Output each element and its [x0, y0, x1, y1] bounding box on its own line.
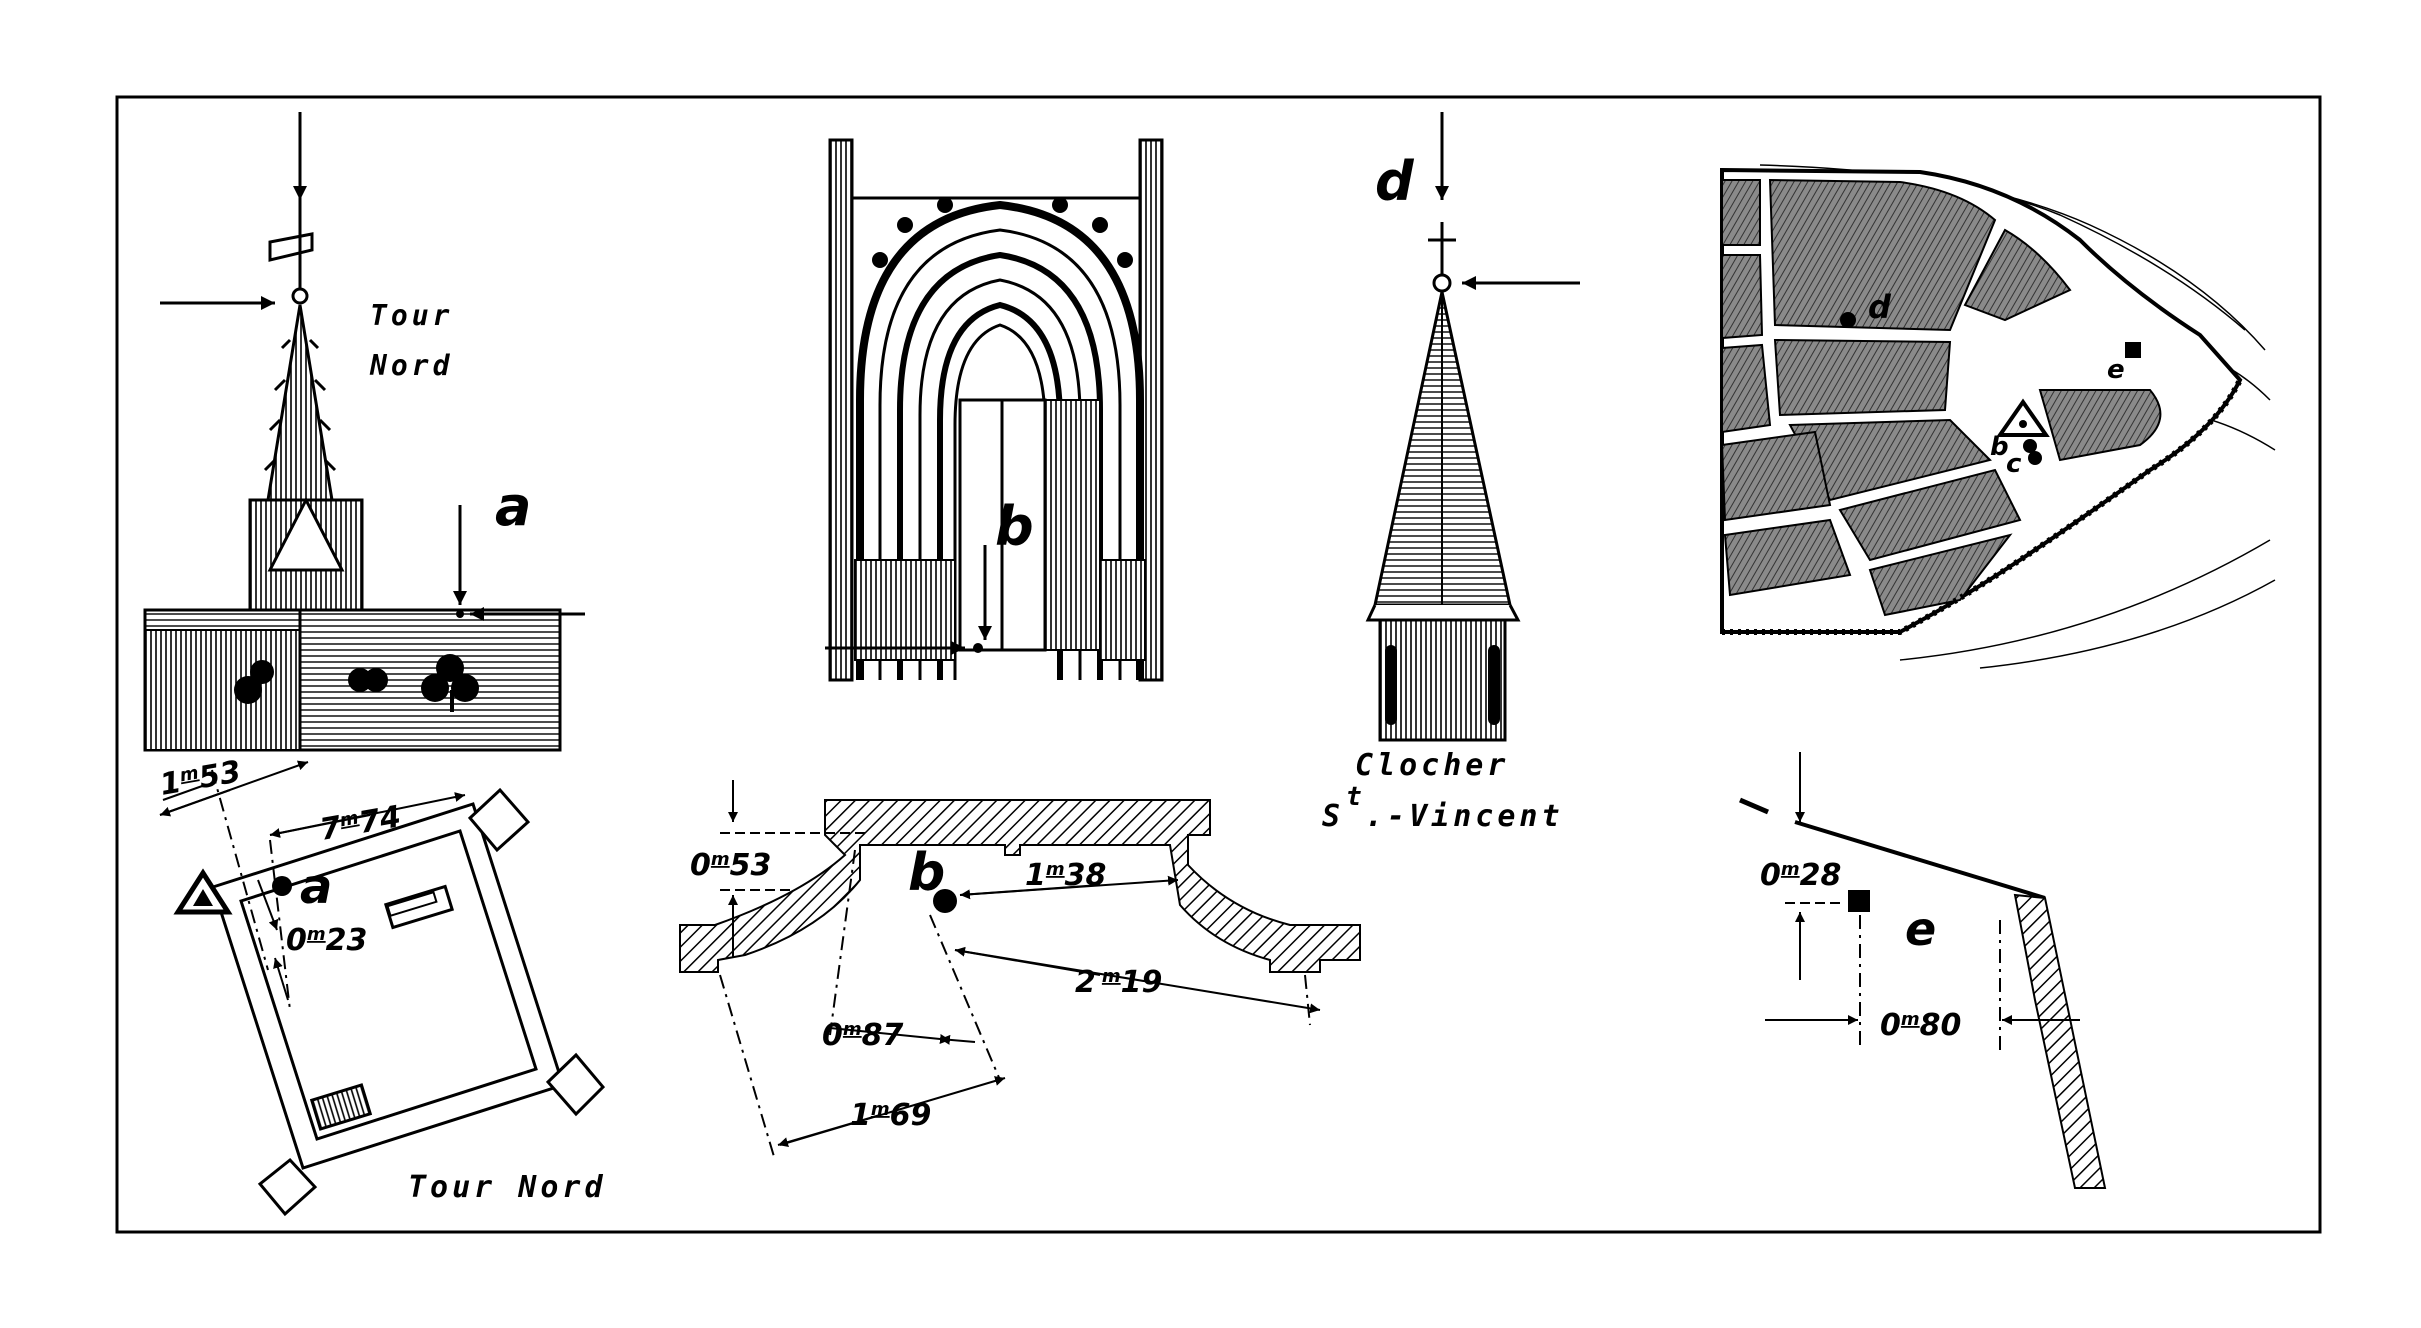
dim-0m53-whole: 0 [690, 848, 711, 883]
tour-nord-caption-line1: Tour [370, 299, 453, 332]
dim-0m23-whole: 0 [286, 923, 307, 958]
dim-0m80-frac: 80 [1920, 1008, 1962, 1043]
dim-0m23-frac: 23 [326, 923, 368, 958]
dim-0m53-frac: 53 [730, 848, 772, 883]
tour-nord-caption-line2: Nord [369, 349, 453, 382]
dim-0m28-whole: 0 [1760, 858, 1781, 893]
portal-elevation: b [825, 138, 1165, 682]
dim-1m53-frac: 53 [196, 754, 243, 796]
clocher-caption-line2-prefix: S [1322, 799, 1344, 834]
dim-0m80-whole: 0 [1880, 1008, 1901, 1043]
dim-0m87: 0m87 [822, 1018, 904, 1053]
dim-1m38-unit: m [1046, 859, 1065, 880]
dim-0m23: 0m23 [286, 923, 367, 958]
dim-1m38: 1m38 [1025, 858, 1106, 893]
clocher-caption-line2: .-Vincent [1365, 799, 1564, 834]
dim-2m19-frac: 19 [1121, 965, 1163, 1000]
clocher-caption-superscript: t [1346, 782, 1366, 812]
dim-0m53: 0m53 [690, 848, 771, 883]
dim-2m19-whole: 2 [1075, 965, 1096, 1000]
marker-d-clocher: d [1375, 150, 1415, 213]
clocher-caption-line1: Clocher [1355, 748, 1509, 783]
dim-7m74-unit: m [338, 808, 360, 832]
town-map: d e b c [1720, 164, 2280, 670]
dim-7m74-frac: 74 [356, 799, 403, 841]
map-marker-b: b [1990, 432, 2009, 462]
clocher-elevation: d Clocher S t .-Vincent [1322, 112, 1580, 834]
dim-0m80-unit: m [1901, 1009, 1920, 1030]
dim-0m87-whole: 0 [822, 1018, 843, 1053]
dim-7m74: 7m74 [317, 799, 403, 848]
dim-1m69: 1m69 [850, 1098, 931, 1133]
dim-1m69-frac: 69 [890, 1098, 932, 1133]
map-marker-c: c [2006, 449, 2022, 479]
marker-a-plan: a [300, 859, 332, 915]
dim-0m87-frac: 87 [862, 1018, 904, 1053]
dim-1m38-whole: 1 [1025, 858, 1046, 893]
dim-1m53-unit: m [178, 763, 200, 787]
map-marker-d: d [1868, 288, 1892, 326]
dim-0m28: 0m28 [1760, 858, 1841, 893]
dim-0m28-frac: 28 [1800, 858, 1842, 893]
tour-nord-plan: 1m53 7m74 0m23 a Tour Nord [157, 754, 607, 1217]
marker-e-detail: e [1905, 902, 1936, 956]
dim-1m69-whole: 1 [850, 1098, 871, 1133]
dim-1m38-frac: 38 [1065, 858, 1107, 893]
dim-2m19-unit: m [1102, 966, 1121, 987]
dim-1m69-unit: m [871, 1099, 890, 1120]
tour-nord-plan-caption: Tour Nord [408, 1170, 607, 1205]
detail-e: 0m28 0m80 e [1739, 752, 2107, 1189]
plate-frame [115, 95, 2322, 1234]
dim-0m87-unit: m [843, 1019, 862, 1040]
dim-0m23-unit: m [307, 924, 326, 945]
dim-1m53: 1m53 [157, 754, 243, 803]
marker-b-elevation: b [995, 495, 1034, 558]
marker-b-plan: b [908, 843, 945, 903]
dim-0m28-unit: m [1781, 859, 1800, 880]
dim-0m80: 0m80 [1880, 1008, 1961, 1043]
marker-a-elevation: a [495, 475, 531, 538]
map-marker-e: e [2107, 355, 2125, 385]
dim-0m53-unit: m [711, 849, 730, 870]
tour-nord-elevation: Tour Nord a [143, 112, 585, 752]
